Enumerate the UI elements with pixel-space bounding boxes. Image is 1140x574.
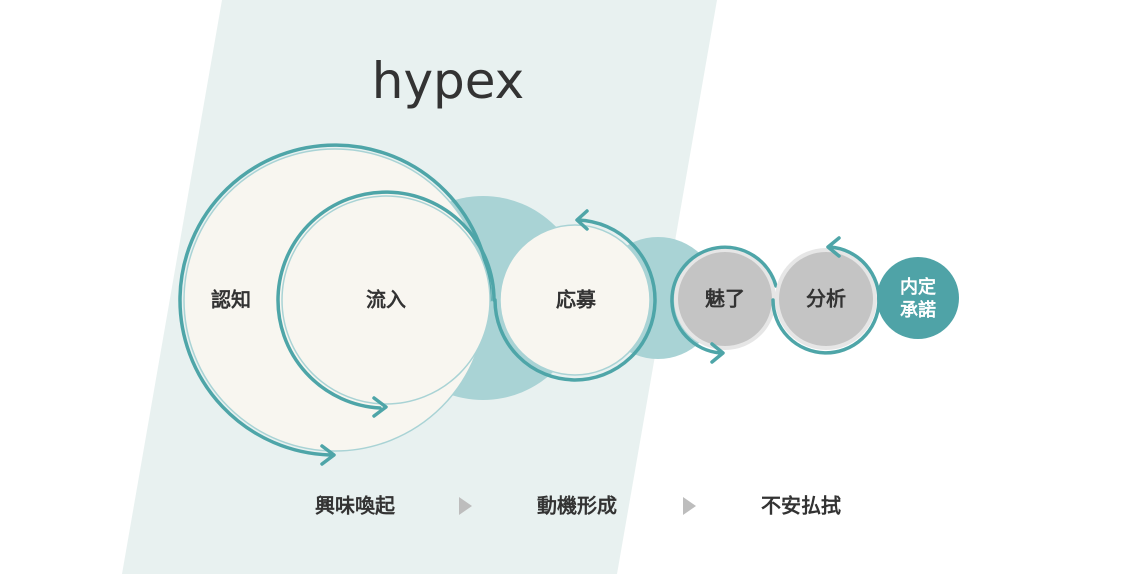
application-label: 応募 bbox=[556, 288, 597, 312]
arrow-head-icon bbox=[320, 444, 336, 466]
analysis-circle bbox=[779, 252, 873, 346]
triangle-right-icon bbox=[459, 497, 472, 515]
arrow-head-icon bbox=[826, 236, 841, 258]
phase-motivation: 動機形成 bbox=[537, 494, 617, 518]
inflow-label: 流入 bbox=[366, 288, 406, 312]
arrow-head-icon bbox=[372, 396, 388, 418]
arrow-head-icon bbox=[710, 342, 725, 364]
triangle-right-icon bbox=[683, 497, 696, 515]
offer-label-line2: 承諾 bbox=[900, 299, 936, 321]
application-circle bbox=[499, 224, 651, 376]
phase-interest: 興味喚起 bbox=[315, 494, 396, 518]
offer-acceptance-circle bbox=[877, 257, 959, 339]
inflow-circle bbox=[281, 195, 491, 405]
attraction-arrow-arc bbox=[670, 245, 778, 355]
awareness-arrow-arc bbox=[178, 143, 492, 457]
attraction-circle bbox=[678, 252, 772, 346]
phase-reassurance: 不安払拭 bbox=[761, 494, 841, 518]
analysis-label: 分析 bbox=[806, 287, 846, 311]
awareness-label: 認知 bbox=[211, 288, 251, 312]
logo: hypex bbox=[372, 52, 525, 110]
arrow-head-icon bbox=[575, 209, 589, 231]
analysis-arrow-arc bbox=[771, 245, 881, 355]
offer-label-line1: 内定 bbox=[900, 276, 936, 298]
attraction-label: 魅了 bbox=[705, 287, 745, 311]
inflow-arrow-arc bbox=[276, 190, 496, 410]
application-arrow-arc bbox=[493, 218, 657, 382]
